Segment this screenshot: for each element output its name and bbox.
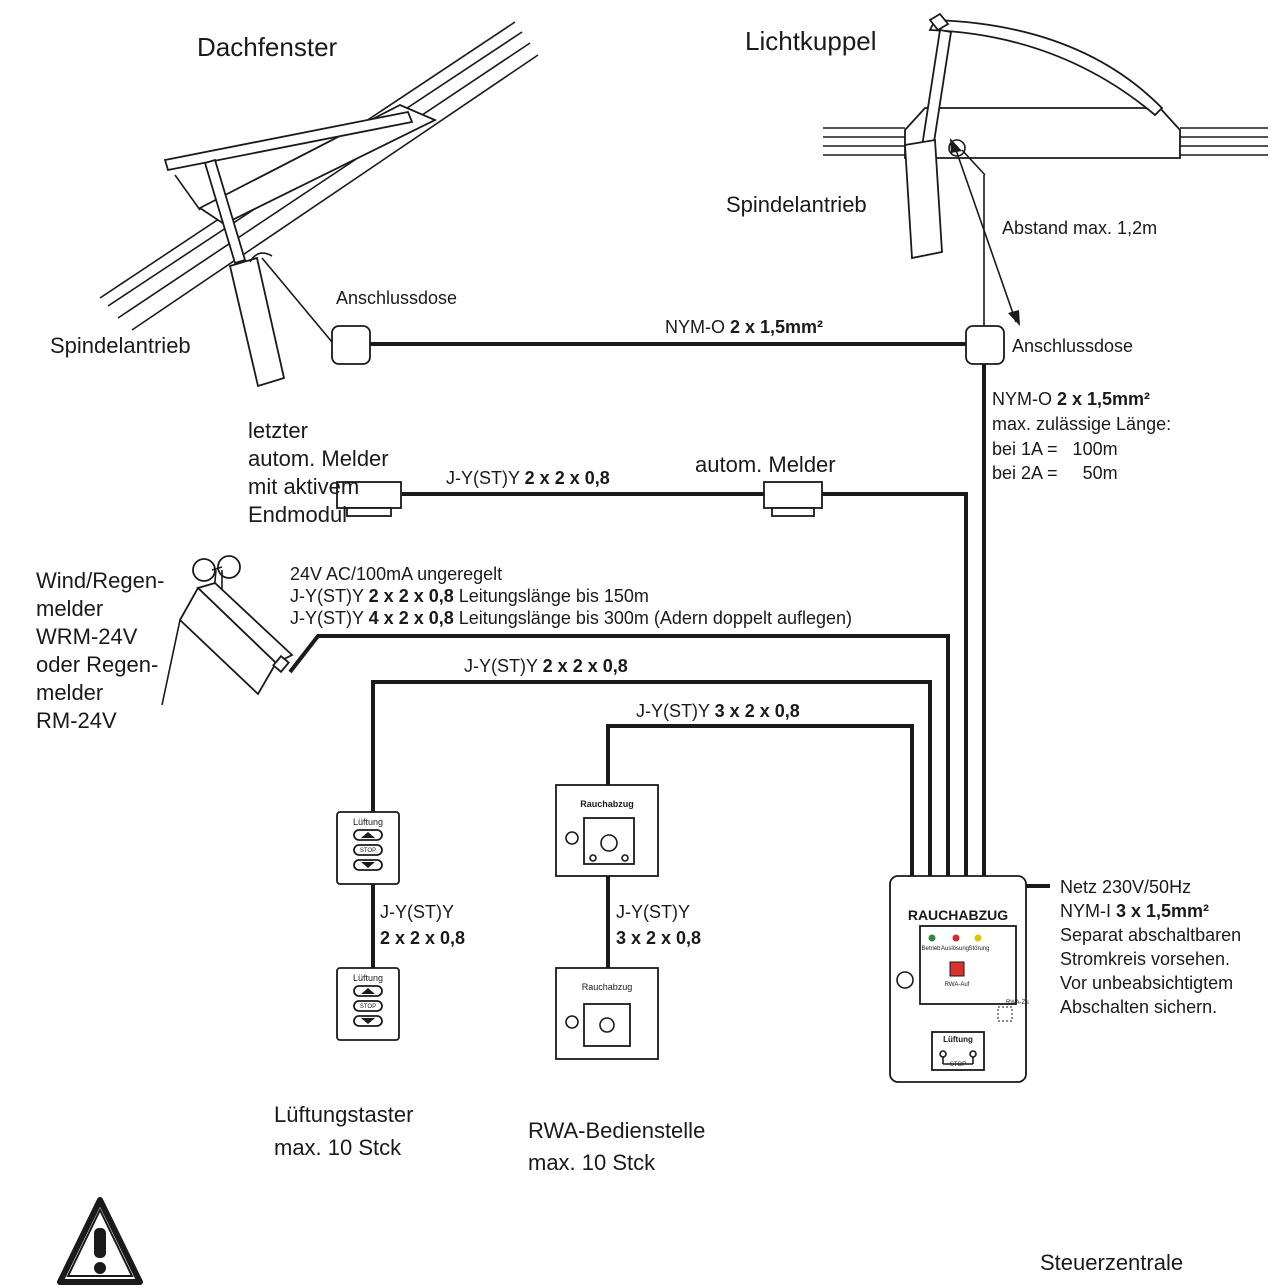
spindle-drive-right xyxy=(904,28,986,260)
rwa-auf-label: RWA-Auf xyxy=(945,982,970,988)
label-wind-supply: 24V AC/100mA ungeregelt xyxy=(290,564,502,584)
label-main-nym-note-1: max. zulässige Länge: xyxy=(992,414,1171,434)
label-melder-last-2: autom. Melder xyxy=(248,446,389,471)
label-cable-rwa: J-Y(ST)Y 3 x 2 x 0,8 xyxy=(636,701,800,721)
label-steuerzentrale: Steuerzentrale xyxy=(1040,1250,1183,1275)
label-netz-note-4: Abschalten sichern. xyxy=(1060,997,1217,1017)
stop-label: STOP xyxy=(360,1004,376,1010)
cable-melder xyxy=(402,492,968,876)
label-netz-note-2: Stromkreis vorsehen. xyxy=(1060,949,1230,969)
label-abstand: Abstand max. 1,2m xyxy=(1002,218,1157,238)
label-cable-lueftung: J-Y(ST)Y 2 x 2 x 0,8 xyxy=(464,656,628,676)
label-melder-last-4: Endmodul xyxy=(248,502,347,527)
control-center-title: RAUCHABZUG xyxy=(908,907,1008,923)
label-lueftungstaster-1: Lüftungstaster xyxy=(274,1102,413,1127)
label-melder: autom. Melder xyxy=(695,452,836,477)
roof-window-illustration xyxy=(99,21,539,331)
rwa-zu-label: RWA-Zu xyxy=(1006,1000,1029,1006)
led-red xyxy=(952,934,960,942)
skylight-illustration xyxy=(823,12,1268,159)
distance-arrow xyxy=(950,138,1020,326)
stop-label: STOP xyxy=(360,848,376,854)
label-main-nym-note-2: bei 1A = 100m xyxy=(992,439,1118,459)
wind-rain-sensor xyxy=(161,555,294,706)
rwa-station-upper[interactable]: Rauchabzug xyxy=(555,784,659,877)
up-arrow-icon xyxy=(361,988,375,994)
up-arrow-icon xyxy=(361,832,375,838)
label-wind-2: melder xyxy=(36,596,103,621)
ventilation-button-lower[interactable]: Lüftung STOP xyxy=(336,967,400,1041)
panel-stop-label: STOP xyxy=(950,1062,966,1068)
label-main-nym-note-3: bei 2A = 50m xyxy=(992,463,1118,483)
junction-box-right xyxy=(965,325,1005,365)
ventilation-button-upper[interactable]: Lüftung STOP xyxy=(336,811,400,885)
label-spindel-right: Spindelantrieb xyxy=(726,192,867,217)
label-lueftung-between-spec: 2 x 2 x 0,8 xyxy=(380,928,465,948)
label-lueftungstaster-2: max. 10 Stck xyxy=(274,1135,402,1160)
spindle-drive-left xyxy=(203,158,333,388)
rwa-station-label: Rauchabzug xyxy=(580,799,634,809)
label-netz-title: Netz 230V/50Hz xyxy=(1060,877,1191,897)
label-wind-line-2: J-Y(ST)Y 4 x 2 x 0,8 Leitungslänge bis 3… xyxy=(290,608,852,628)
label-dose-right: Anschlussdose xyxy=(1012,336,1133,356)
label-melder-last-3: mit aktivem xyxy=(248,474,359,499)
junction-box-left xyxy=(331,325,371,365)
down-arrow-icon xyxy=(361,862,375,868)
label-netz-note-3: Vor unbeabsichtigtem xyxy=(1060,973,1233,993)
label-wind-4: oder Regen- xyxy=(36,652,158,677)
led-yellow xyxy=(974,934,982,942)
label-wind-6: RM-24V xyxy=(36,708,117,733)
led-label-ausloesung: Auslösung xyxy=(941,946,969,952)
label-wind-3: WRM-24V xyxy=(36,624,138,649)
label-wind-1: Wind/Regen- xyxy=(36,568,164,593)
cable-rwa xyxy=(606,724,914,968)
smoke-detector-last xyxy=(336,481,402,517)
label-lueftung-between-type: J-Y(ST)Y xyxy=(380,902,454,922)
label-wind-line-1: J-Y(ST)Y 2 x 2 x 0,8 Leitungslänge bis 1… xyxy=(290,586,649,606)
panel-lueftung-label: Lüftung xyxy=(943,1035,973,1044)
label-lichtkuppel: Lichtkuppel xyxy=(745,26,877,56)
ventilation-button-label: Lüftung xyxy=(353,817,383,827)
label-rwa-bedienstelle-2: max. 10 Stck xyxy=(528,1150,656,1175)
label-cable-melder: J-Y(ST)Y 2 x 2 x 0,8 xyxy=(446,468,610,488)
ventilation-button-label: Lüftung xyxy=(353,973,383,983)
label-netz-cable: NYM-I 3 x 1,5mm² xyxy=(1060,901,1209,921)
label-dachfenster: Dachfenster xyxy=(197,32,338,62)
label-melder-last-1: letzter xyxy=(248,418,308,443)
cable-wind xyxy=(288,634,950,876)
cable-lueftung xyxy=(371,680,932,968)
rwa-auf-button[interactable] xyxy=(949,961,965,977)
warning-icon xyxy=(57,1197,143,1285)
label-netz-note-1: Separat abschaltbaren xyxy=(1060,925,1241,945)
label-dose-left: Anschlussdose xyxy=(336,288,457,308)
label-rwa-between-spec: 3 x 2 x 0,8 xyxy=(616,928,701,948)
label-spindel-left: Spindelantrieb xyxy=(50,333,191,358)
down-arrow-icon xyxy=(361,1018,375,1024)
label-rwa-bedienstelle-1: RWA-Bedienstelle xyxy=(528,1118,705,1143)
label-cable-main-nym: NYM-O 2 x 1,5mm² xyxy=(992,389,1150,409)
label-wind-5: melder xyxy=(36,680,103,705)
label-cable-roof-link: NYM-O 2 x 1,5mm² xyxy=(665,317,823,337)
led-green xyxy=(928,934,936,942)
rwa-station-lower[interactable]: Rauchabzug xyxy=(555,967,659,1060)
rwa-zu-button[interactable] xyxy=(997,1006,1013,1022)
label-rwa-between-type: J-Y(ST)Y xyxy=(616,902,690,922)
rwa-station-label: Rauchabzug xyxy=(582,982,633,992)
smoke-detector xyxy=(763,481,823,517)
led-label-stoerung: Störung xyxy=(968,946,989,952)
led-label-betrieb: Betrieb xyxy=(921,946,941,952)
control-center: RAUCHABZUG Betrieb Auslösung Störung RWA… xyxy=(889,875,1029,1083)
